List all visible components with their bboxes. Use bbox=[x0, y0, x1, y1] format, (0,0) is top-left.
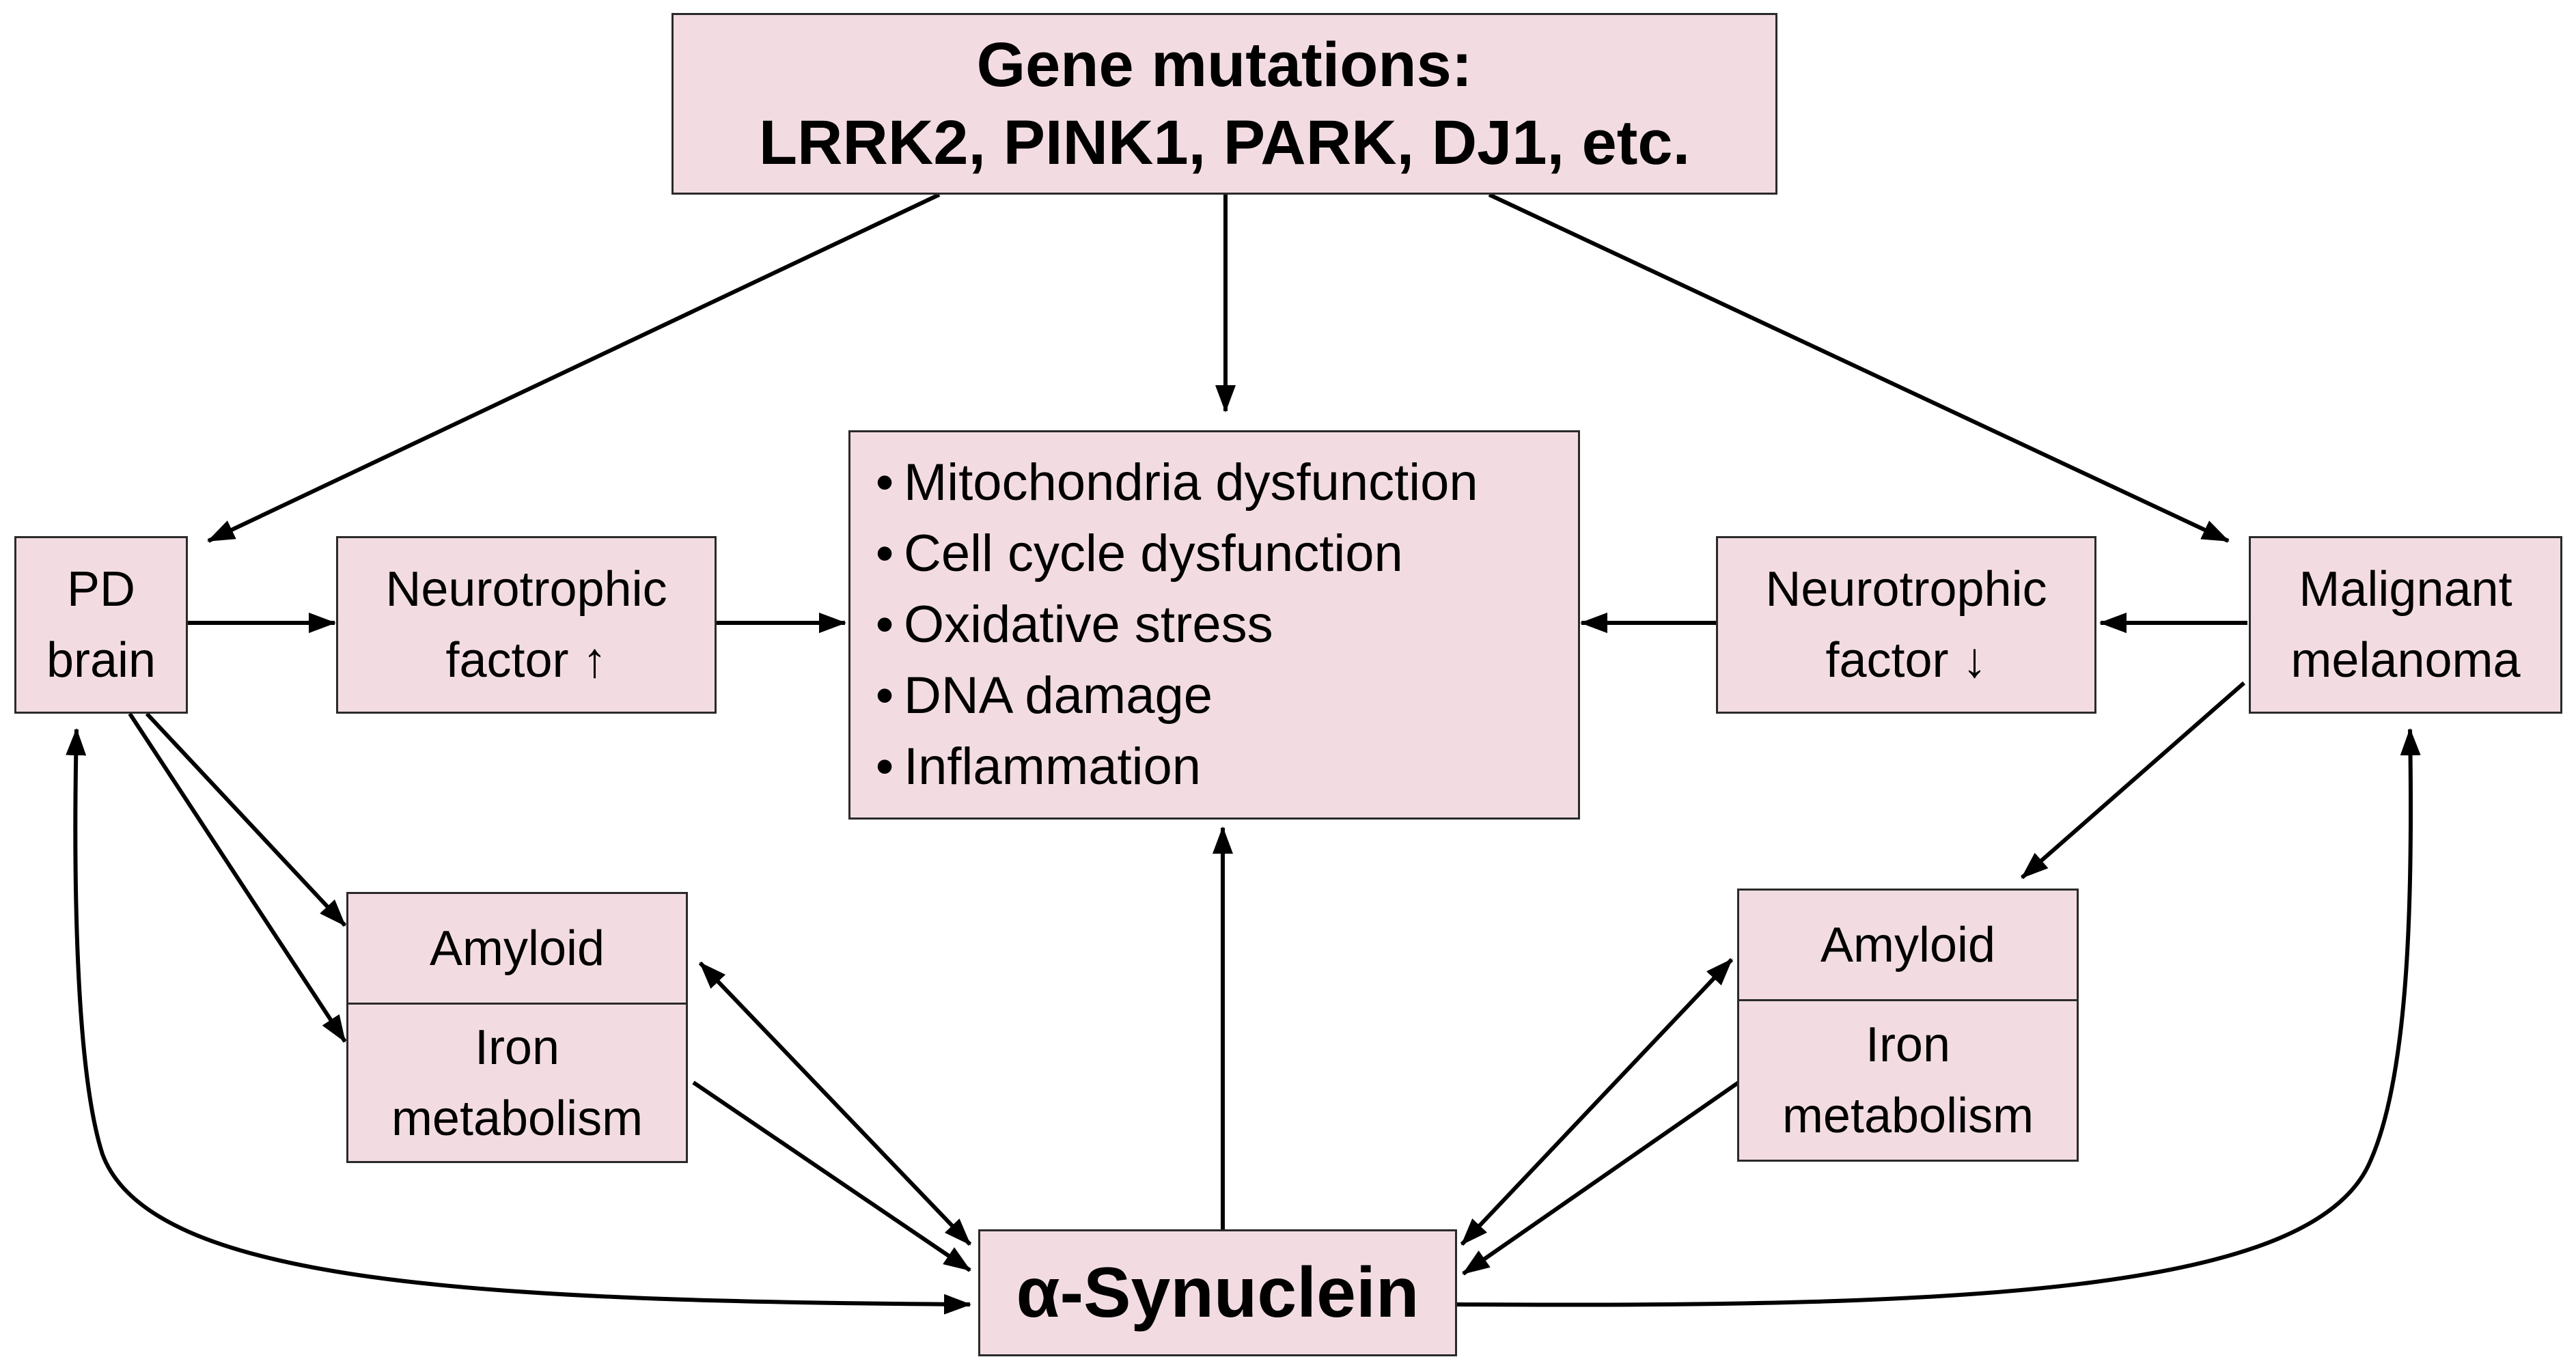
neurotrophic-down-box: Neurotrophic factor ↓ bbox=[1716, 536, 2096, 714]
left-iron-line1: Iron bbox=[474, 1020, 560, 1075]
left-amyloid-label: Amyloid bbox=[348, 894, 686, 1005]
arrow-left-iron-to-synuclein bbox=[692, 1080, 971, 1272]
right-amyloid-iron-box: Amyloid Iron metabolism bbox=[1737, 889, 2079, 1162]
arrow-pd-brain-to-left-iron bbox=[128, 712, 347, 1043]
bullet: • bbox=[875, 596, 894, 654]
bullet: • bbox=[875, 453, 894, 512]
effect-item-label: Cell cycle dysfunction bbox=[904, 525, 1403, 583]
bullet: • bbox=[875, 738, 894, 796]
effect-item: •Mitochondria dysfunction bbox=[865, 447, 1478, 518]
arrow-synuclein-melanoma bbox=[1456, 728, 2421, 1307]
effect-item-label: Mitochondria dysfunction bbox=[904, 453, 1478, 512]
arrow-right-iron-to-synuclein bbox=[1462, 1080, 1740, 1276]
right-iron-line2: metabolism bbox=[1782, 1089, 2034, 1143]
pd-brain-box: PD brain bbox=[14, 536, 188, 714]
right-iron-line1: Iron bbox=[1865, 1018, 1951, 1072]
arrow-genes-to-melanoma bbox=[1488, 193, 2230, 543]
left-amyloid-iron-box: Amyloid Iron metabolism bbox=[346, 892, 688, 1163]
neurotrophic-up-line1: Neurotrophic bbox=[385, 562, 667, 617]
arrow-synuclein-pd-brain bbox=[66, 728, 971, 1315]
left-iron-metabolism: Iron metabolism bbox=[348, 1005, 686, 1161]
neurotrophic-down-line1: Neurotrophic bbox=[1765, 562, 2047, 617]
effect-item-label: DNA damage bbox=[904, 667, 1213, 725]
arrow-melanoma-to-right-amyloid bbox=[2021, 681, 2245, 880]
pd-brain-line1: PD bbox=[66, 562, 136, 617]
arrow-genes-to-pd-brain bbox=[207, 193, 941, 543]
melanoma-line1: Malignant bbox=[2299, 562, 2512, 617]
left-iron-line2: metabolism bbox=[391, 1091, 643, 1146]
effect-item: •Inflammation bbox=[865, 731, 1201, 802]
bullet: • bbox=[875, 667, 894, 725]
central-effects-box: •Mitochondria dysfunction •Cell cycle dy… bbox=[848, 430, 1580, 820]
arrow-right-amyloid-synuclein bbox=[1460, 957, 1734, 1246]
effect-item: •Oxidative stress bbox=[865, 589, 1273, 660]
bullet: • bbox=[875, 525, 894, 583]
malignant-melanoma-box: Malignant melanoma bbox=[2249, 536, 2562, 714]
effect-item-label: Oxidative stress bbox=[904, 596, 1273, 654]
gene-mutations-box: Gene mutations: LRRK2, PINK1, PARK, DJ1,… bbox=[671, 13, 1777, 195]
effect-item: •Cell cycle dysfunction bbox=[865, 518, 1403, 589]
neurotrophic-up-box: Neurotrophic factor ↑ bbox=[336, 536, 717, 714]
effect-item: •DNA damage bbox=[865, 660, 1213, 731]
gene-mutations-list: LRRK2, PINK1, PARK, DJ1, etc. bbox=[758, 108, 1691, 178]
melanoma-line2: melanoma bbox=[2290, 633, 2521, 688]
neurotrophic-up-line2: factor ↑ bbox=[445, 633, 607, 688]
right-amyloid-label: Amyloid bbox=[1739, 891, 2077, 1001]
effect-item-label: Inflammation bbox=[904, 738, 1202, 796]
neurotrophic-down-line2: factor ↓ bbox=[1825, 633, 1987, 688]
synuclein-label: α-Synuclein bbox=[1016, 1253, 1419, 1332]
arrow-left-amyloid-synuclein bbox=[698, 961, 972, 1246]
pd-brain-line2: brain bbox=[46, 633, 156, 688]
right-iron-metabolism: Iron metabolism bbox=[1739, 1001, 2077, 1160]
alpha-synuclein-box: α-Synuclein bbox=[978, 1229, 1457, 1356]
gene-mutations-title: Gene mutations: bbox=[976, 30, 1473, 100]
